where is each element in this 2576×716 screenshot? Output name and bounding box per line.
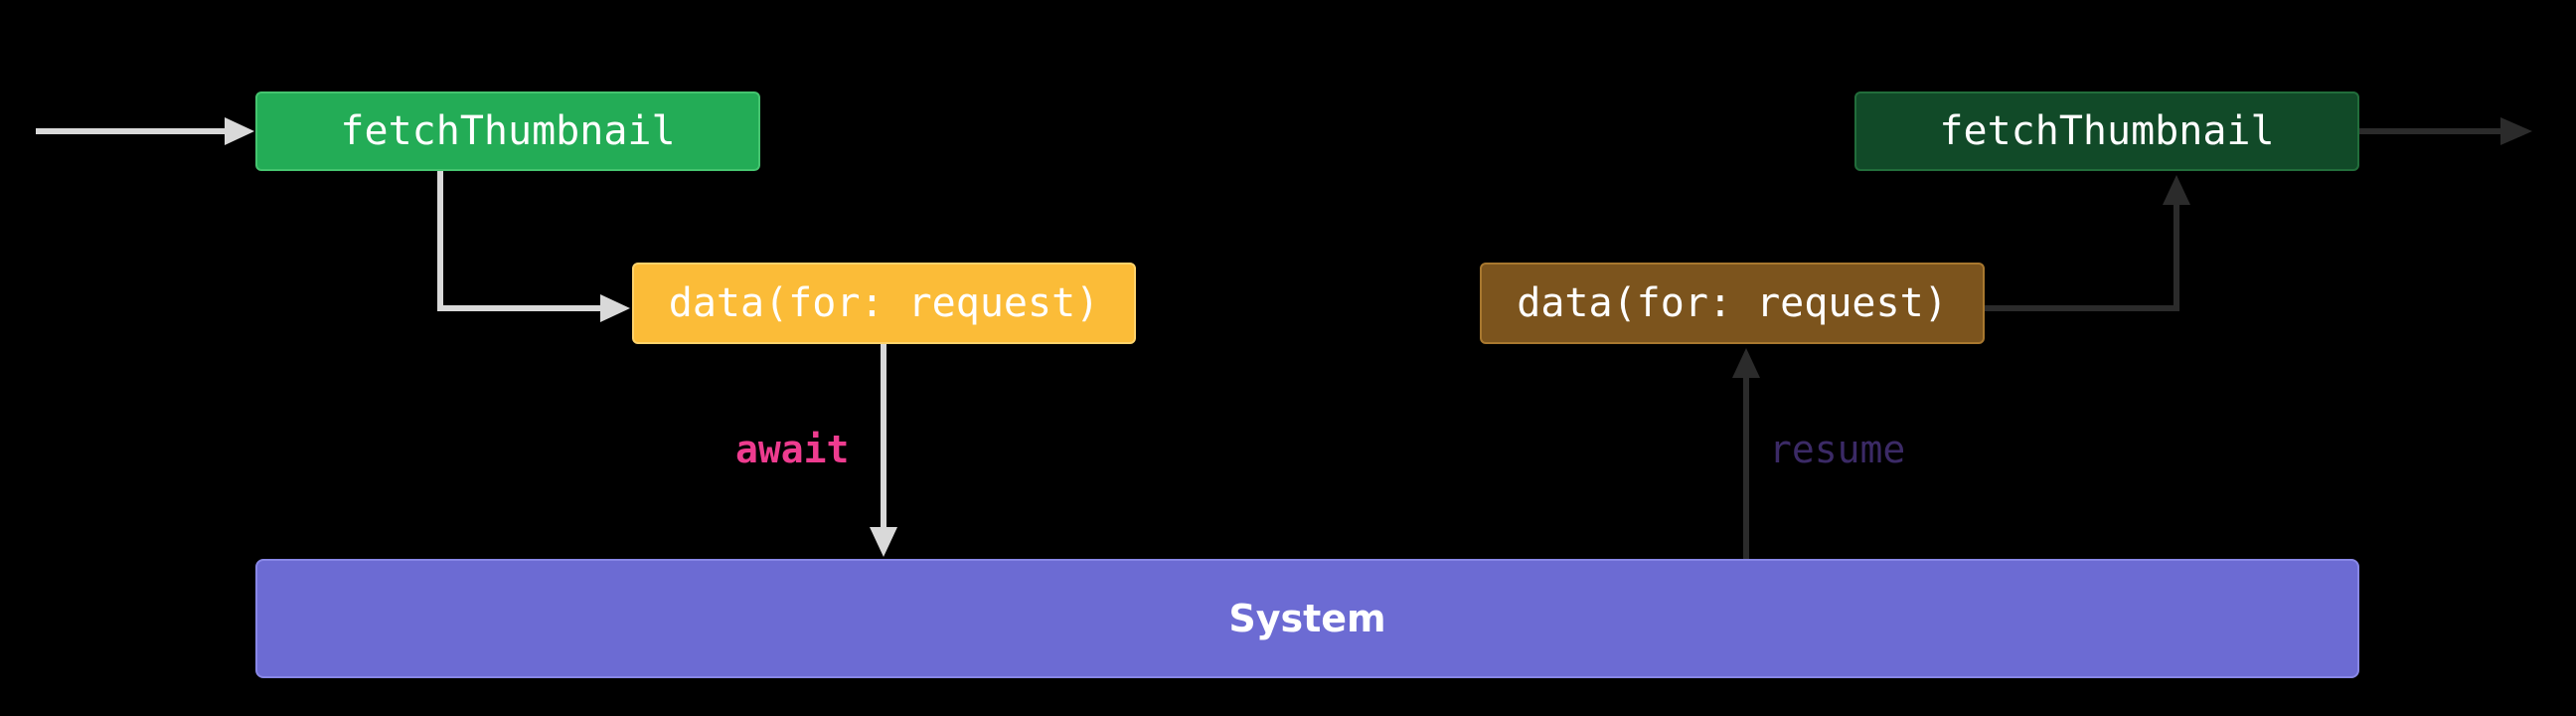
data-request-node-active: data(for: request) [632, 263, 1136, 344]
call-arrow [437, 171, 602, 311]
fetch-thumbnail-node-active: fetchThumbnail [255, 91, 760, 171]
fetch-thumbnail-node-resumed: fetchThumbnail [1854, 91, 2359, 171]
await-arrowhead [870, 527, 897, 557]
await-label: await [735, 428, 850, 471]
return-arrowhead [2163, 175, 2190, 205]
data-request-node-resumed: data(for: request) [1480, 263, 1985, 344]
call-arrowhead [600, 294, 630, 322]
return-arrow [1985, 203, 2179, 311]
exit-arrowhead [2500, 117, 2532, 145]
resume-label: resume [1769, 428, 1906, 471]
entry-arrowhead [225, 117, 254, 145]
system-block: System [255, 559, 2359, 678]
resume-arrowhead [1732, 348, 1760, 378]
